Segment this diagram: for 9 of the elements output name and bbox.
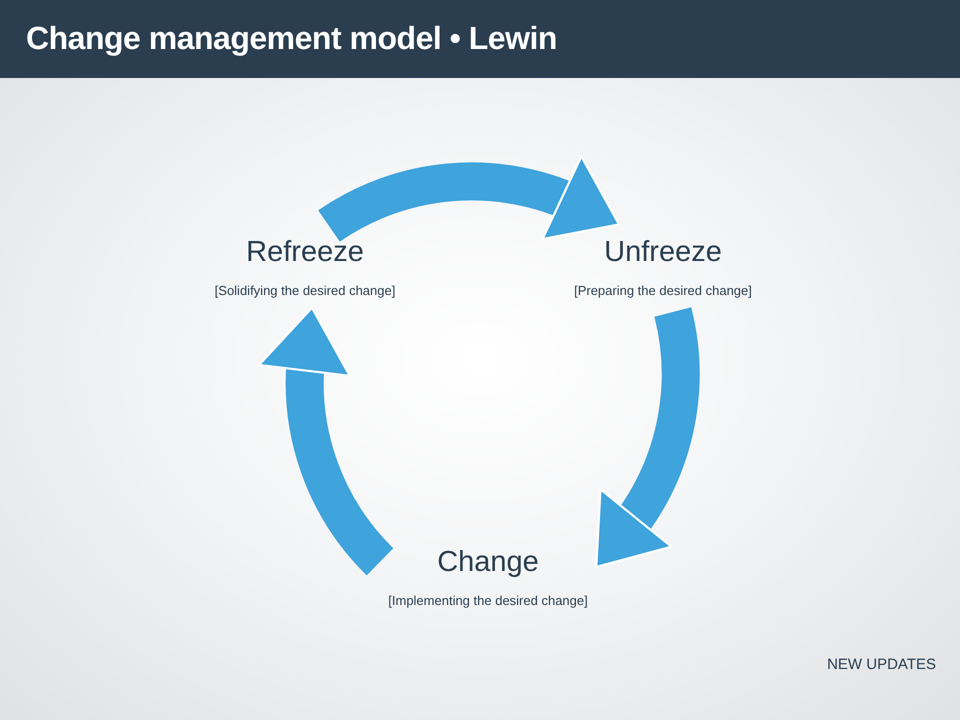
stage-title: Unfreeze	[604, 236, 722, 269]
stage-description: [Solidifying the desired change]	[214, 283, 396, 298]
stage-title: Refreeze	[246, 236, 364, 269]
stage-description: [Preparing the desired change]	[574, 283, 752, 298]
title: Change management model • Lewin	[26, 20, 557, 57]
curved-arrow	[596, 308, 700, 570]
stage-title: Change	[437, 546, 539, 579]
note-text: NEW UPDATES	[827, 656, 936, 673]
stage-description: [Implementing the desired change]	[388, 593, 588, 608]
